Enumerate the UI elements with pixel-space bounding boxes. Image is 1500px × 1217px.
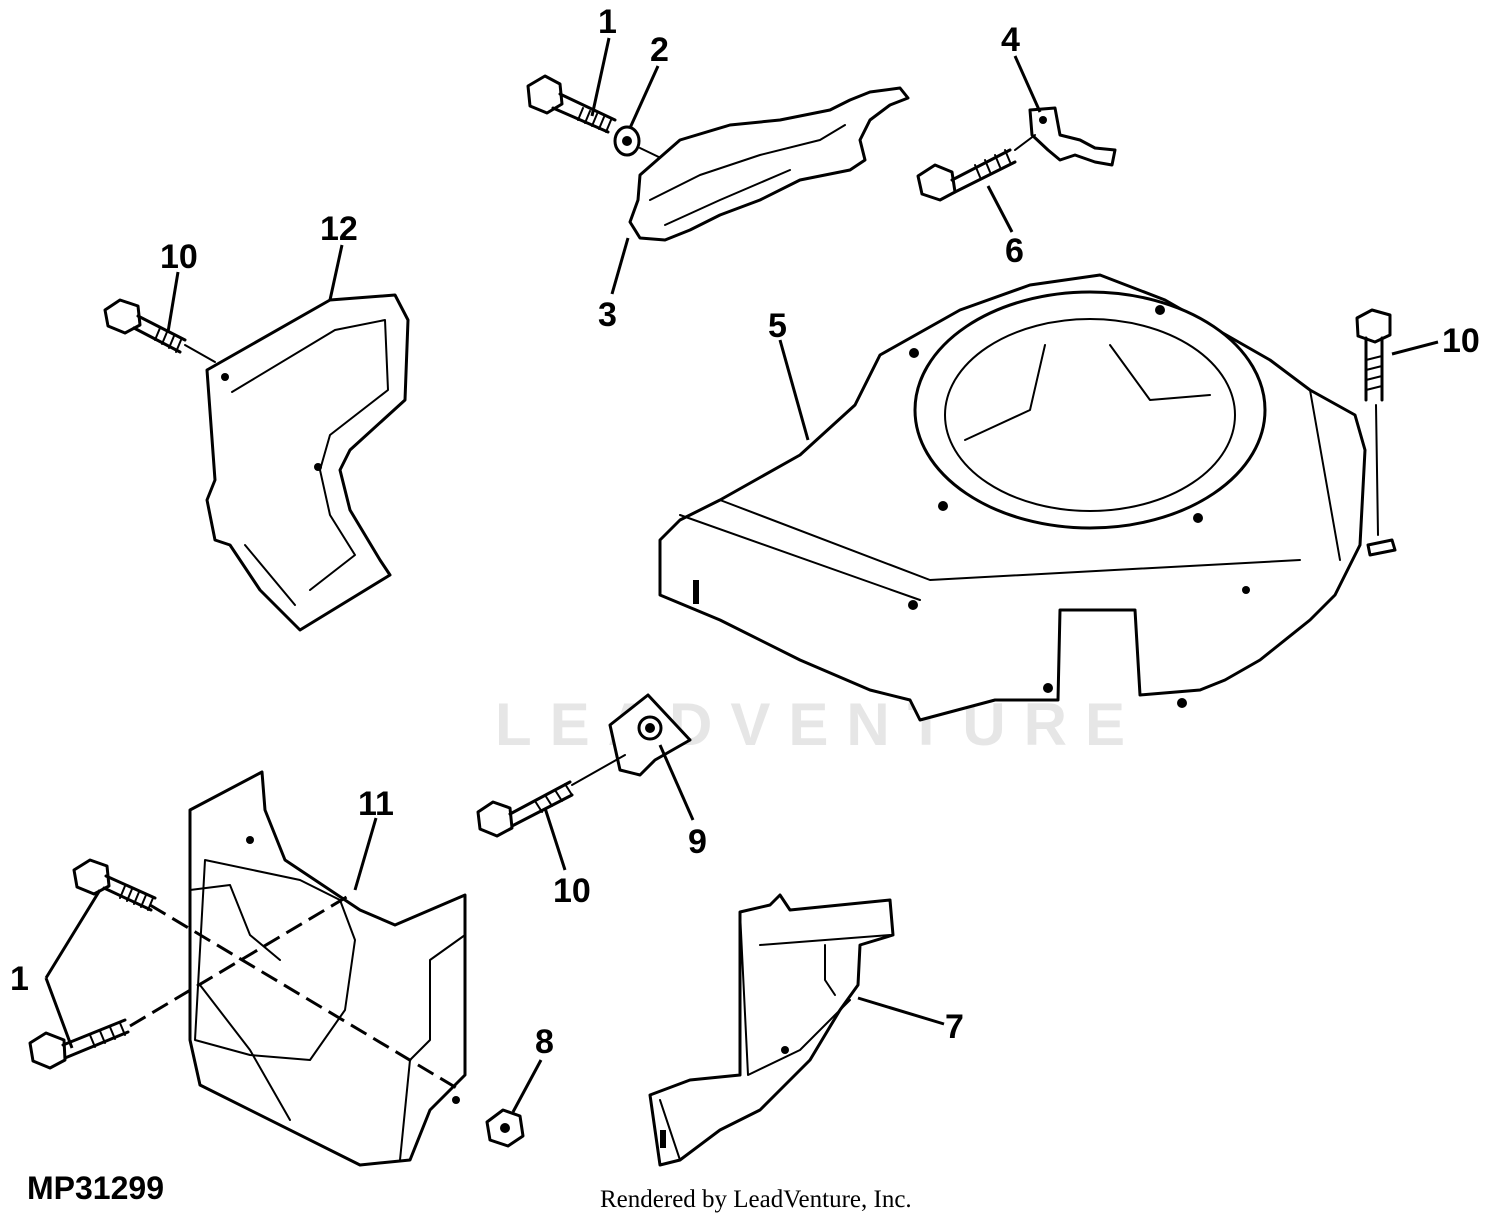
part-10-bolt-right	[1355, 308, 1397, 557]
callout-11: 11	[358, 785, 394, 823]
leader-10-left	[166, 271, 180, 333]
part-8-nut	[485, 1108, 525, 1148]
leader-9	[658, 744, 695, 821]
part-4-clamp	[1028, 106, 1117, 167]
leader-2	[628, 65, 660, 129]
callout-9: 9	[688, 823, 707, 861]
callout-1-left: 1	[10, 960, 29, 998]
part-10-bolt-left	[103, 298, 216, 363]
callout-3: 3	[598, 296, 617, 334]
leader-1-left	[44, 889, 102, 1049]
leader-4	[1013, 55, 1042, 113]
leader-7	[857, 996, 945, 1026]
leader-5	[778, 339, 810, 441]
part-7-bracket	[648, 893, 895, 1167]
callout-10-left: 10	[160, 238, 198, 276]
render-credit: Rendered by LeadVenture, Inc.	[600, 1186, 912, 1213]
leader-12	[328, 244, 344, 301]
leader-11	[353, 817, 378, 891]
part-9-clip	[608, 693, 692, 777]
leader-8	[511, 1059, 543, 1113]
callout-2: 2	[650, 31, 669, 69]
part-2-washer	[613, 125, 641, 157]
callout-5: 5	[768, 307, 787, 345]
callout-6: 6	[1005, 232, 1024, 270]
part-1-bolts-left	[28, 858, 461, 1092]
callout-1-top: 1	[598, 3, 617, 41]
part-3-bracket	[628, 86, 910, 242]
figure-id: MP31299	[27, 1170, 164, 1206]
leader-1-top	[590, 37, 611, 117]
part-10-bolt-bottom	[476, 754, 626, 838]
part-5-blower-housing	[658, 273, 1367, 722]
leader-10-right	[1391, 340, 1439, 356]
part-12-shield	[205, 293, 410, 632]
part-1-bolt-top	[526, 74, 617, 134]
callout-10-right: 10	[1442, 322, 1480, 360]
callout-12: 12	[320, 210, 358, 248]
leader-3	[610, 237, 630, 295]
leader-10-bottom	[543, 807, 567, 871]
leader-6	[986, 185, 1014, 233]
part-11-shield	[188, 770, 467, 1167]
part-6-bolt	[916, 134, 1036, 202]
callout-10-bottom: 10	[553, 872, 591, 910]
callout-8: 8	[535, 1023, 554, 1061]
callout-7: 7	[945, 1008, 964, 1046]
watermark-text: LEADVENTURE	[495, 691, 1143, 758]
callout-4: 4	[1001, 21, 1020, 59]
